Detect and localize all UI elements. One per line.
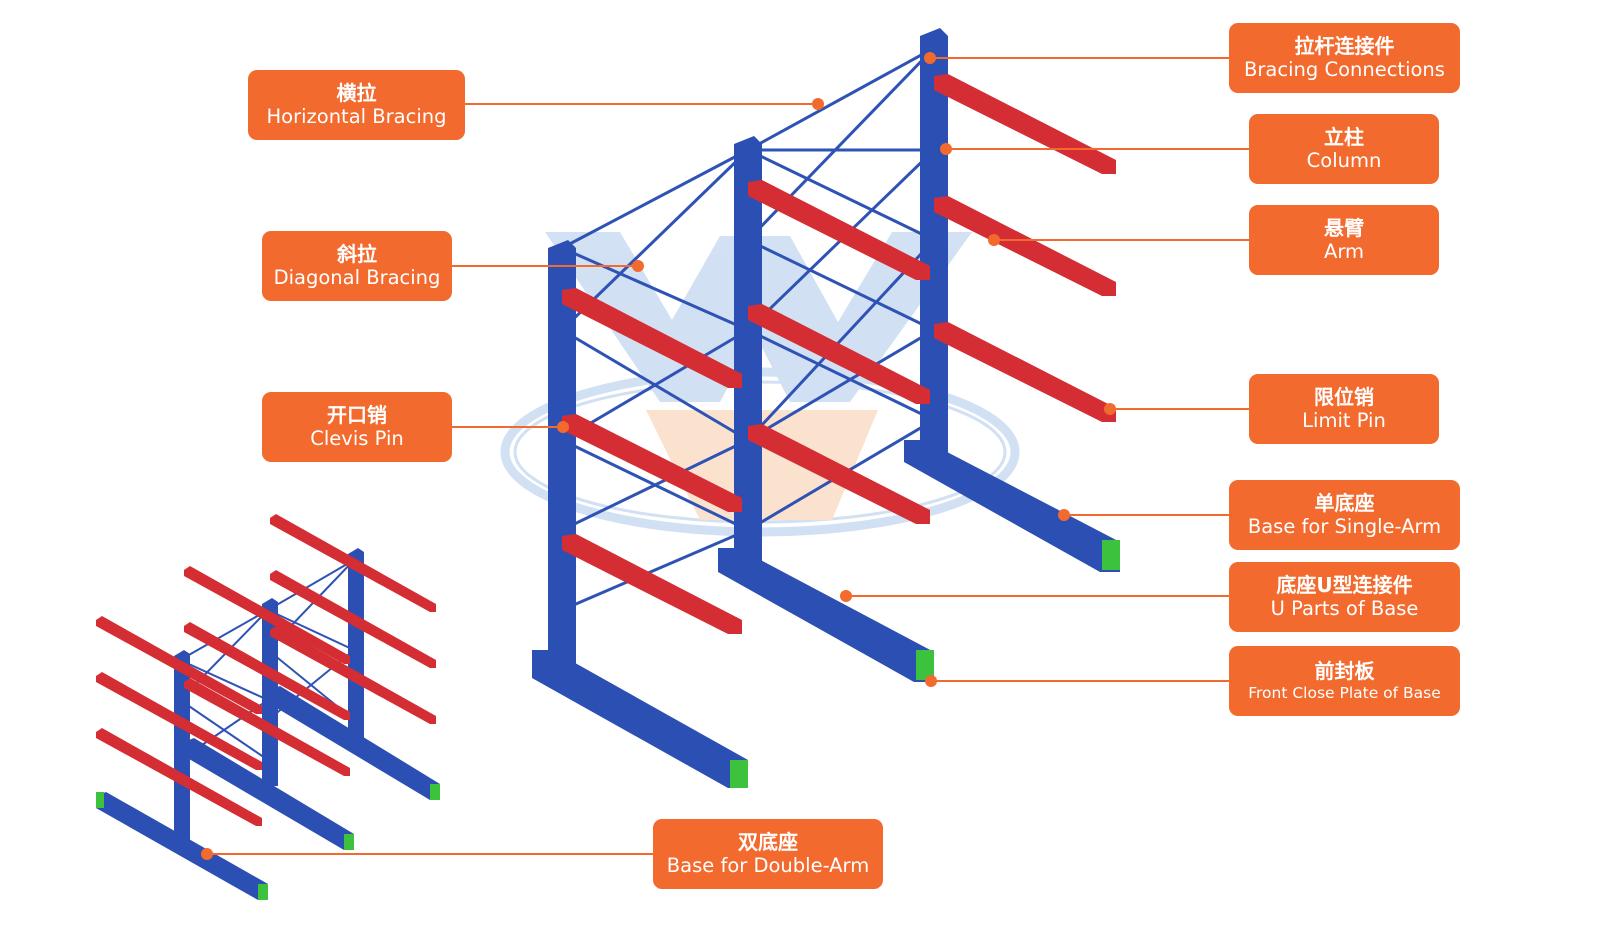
main-rack-arms (562, 74, 1116, 634)
u-parts-of-base-en: U Parts of Base (1270, 597, 1419, 621)
limit-pin-en: Limit Pin (1302, 409, 1386, 433)
base-single-arm-en: Base for Single-Arm (1247, 515, 1442, 539)
bracing-connections-en: Bracing Connections (1244, 58, 1445, 82)
arm-zh: 悬臂 (1324, 215, 1364, 240)
leader-lines (201, 52, 1250, 860)
base-double-arm-en: Base for Double-Arm (666, 854, 870, 878)
base-double-arm-label: 双底座 Base for Double-Arm (653, 819, 883, 889)
front-close-plate-en: Front Close Plate of Base (1248, 683, 1441, 702)
horizontal-bracing-label: 横拉 Horizontal Bracing (248, 70, 465, 140)
bracing-connections-label: 拉杆连接件 Bracing Connections (1229, 23, 1460, 93)
diagonal-bracing-en: Diagonal Bracing (273, 266, 441, 290)
front-close-plate-label: 前封板 Front Close Plate of Base (1229, 646, 1460, 716)
small-rack-arms (96, 514, 436, 826)
u-parts-of-base-zh: 底座U型连接件 (1276, 572, 1413, 597)
u-parts-of-base-label: 底座U型连接件 U Parts of Base (1229, 562, 1460, 632)
limit-pin-label: 限位销 Limit Pin (1249, 374, 1439, 444)
main-rack-columns (548, 28, 948, 680)
base-single-arm-label: 单底座 Base for Single-Arm (1229, 480, 1460, 550)
clevis-pin-label: 开口销 Clevis Pin (262, 392, 452, 462)
diagonal-bracing-zh: 斜拉 (337, 241, 377, 266)
front-close-plate-zh: 前封板 (1314, 659, 1375, 684)
column-label: 立柱 Column (1249, 114, 1439, 184)
small-rack-bases (96, 686, 440, 900)
base-double-arm-zh: 双底座 (738, 829, 798, 854)
bracing-connections-zh: 拉杆连接件 (1294, 33, 1395, 58)
arm-en: Arm (1323, 240, 1364, 264)
column-en: Column (1306, 149, 1382, 173)
arm-label: 悬臂 Arm (1249, 205, 1439, 275)
small-rack-columns (174, 548, 364, 842)
horizontal-bracing-en: Horizontal Bracing (266, 105, 447, 129)
horizontal-bracing-zh: 横拉 (336, 80, 377, 105)
column-zh: 立柱 (1324, 124, 1364, 149)
diagonal-bracing-label: 斜拉 Diagonal Bracing (262, 231, 452, 301)
base-single-arm-zh: 单底座 (1314, 490, 1375, 515)
main-rack-bases (532, 440, 1120, 788)
clevis-pin-en: Clevis Pin (310, 427, 404, 451)
limit-pin-zh: 限位销 (1314, 384, 1374, 409)
clevis-pin-zh: 开口销 (327, 402, 387, 427)
